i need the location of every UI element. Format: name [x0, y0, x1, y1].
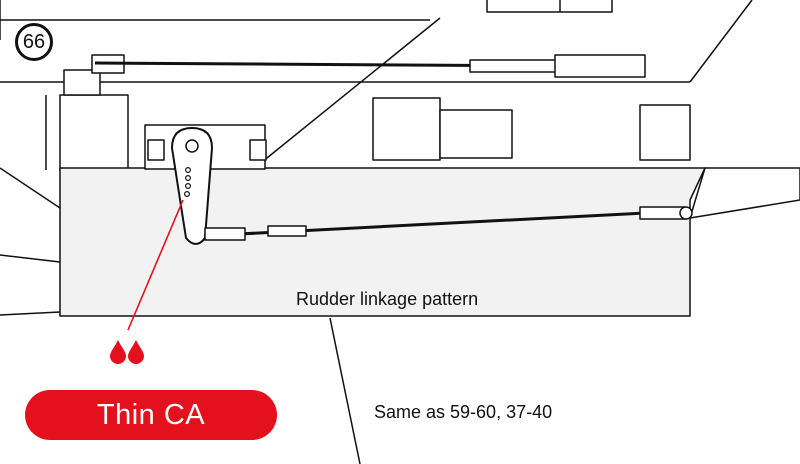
- servo-arm: [171, 127, 213, 245]
- glue-type-label: Thin CA: [96, 398, 206, 431]
- diagram-caption: Rudder linkage pattern: [296, 289, 479, 309]
- arm-hole: [185, 175, 192, 182]
- bracket-2: [439, 109, 513, 159]
- upper-horn: [554, 54, 646, 78]
- side-block: [59, 167, 706, 317]
- servo-ear-left: [147, 139, 165, 161]
- bracket-1: [372, 97, 441, 161]
- glue-pointer: [127, 199, 184, 331]
- step-number-badge: 66: [15, 23, 53, 61]
- arm-hole: [184, 191, 191, 198]
- arm-hole: [185, 167, 192, 174]
- top-cap: [486, 0, 613, 13]
- step-number: 66: [22, 30, 46, 53]
- rudder-end: [639, 206, 686, 220]
- left-bulkhead: [0, 254, 61, 263]
- rudder-clevis: [204, 227, 246, 241]
- servo-ear-right: [249, 139, 267, 161]
- servo-post-top: [63, 69, 101, 96]
- servo-screw: [185, 139, 199, 153]
- glue-type-badge: Thin CA: [25, 390, 277, 440]
- reference-note: Same as 59-60, 37-40: [374, 402, 553, 422]
- lower-keel: [329, 317, 361, 464]
- upper-hull-edge: [689, 0, 753, 83]
- bracket-3: [639, 104, 691, 161]
- glue-drops-icon: [110, 340, 144, 364]
- side-block-nose: [689, 167, 800, 219]
- diagonal-guide-1: [261, 17, 441, 163]
- rudder-turnbuckle: [267, 225, 307, 237]
- diagonal-guide-2: [0, 167, 61, 209]
- rudder-pivot: [679, 206, 693, 220]
- lower-left-line: [0, 311, 61, 316]
- arm-hole: [185, 183, 192, 190]
- servo-post: [59, 94, 129, 171]
